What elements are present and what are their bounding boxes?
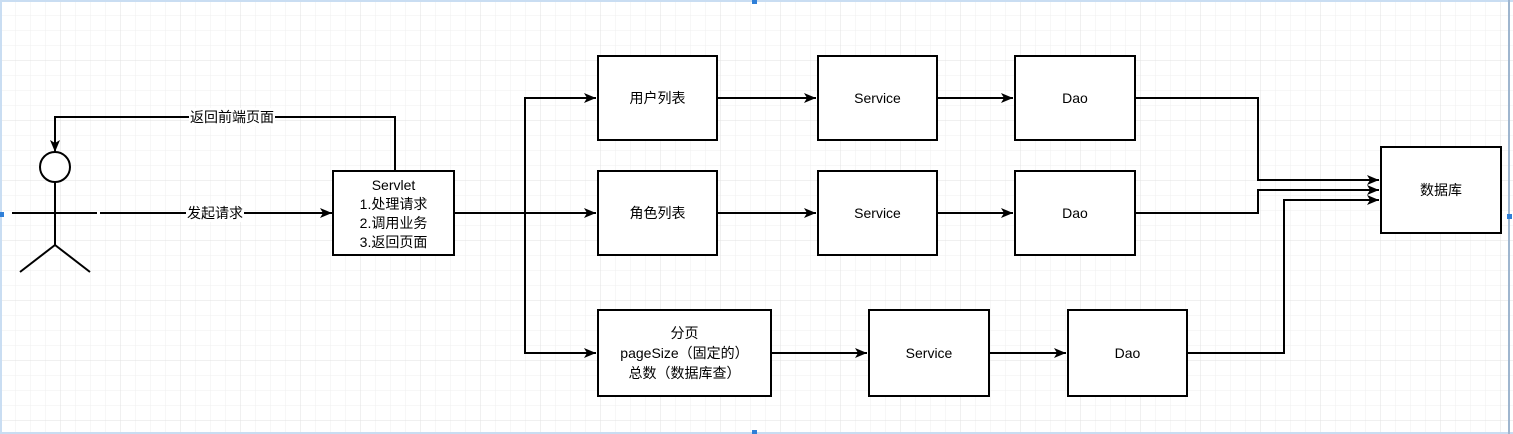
selection-handle-top[interactable]	[752, 0, 757, 4]
node-dao-2-box[interactable]	[1014, 170, 1136, 256]
node-service-2-label: Service	[854, 205, 901, 221]
node-dao-3-label: Dao	[1115, 345, 1141, 361]
edge-servlet-to-paging[interactable]	[454, 212, 596, 358]
edge-dao-1-to-database[interactable]	[1135, 97, 1379, 185]
edge-return-page-label-bg	[189, 108, 275, 126]
node-paging-line-3: 总数（数据库查）	[629, 365, 741, 381]
node-servlet-line-2: 1.处理请求	[360, 196, 428, 212]
node-dao-3[interactable]: Dao	[1067, 309, 1188, 397]
actor-leg-right	[54, 244, 91, 273]
node-servlet-box[interactable]	[332, 170, 455, 256]
node-servlet-line-4: 3.返回页面	[360, 234, 428, 250]
edge-send-request-label: 发起请求	[187, 205, 243, 221]
node-servlet-line-3: 2.调用业务	[360, 215, 428, 231]
node-role-list[interactable]: 角色列表	[597, 170, 718, 256]
node-database-box[interactable]	[1380, 146, 1502, 234]
node-role-list-box[interactable]	[597, 170, 718, 256]
node-paging-line-1: 分页	[671, 325, 699, 341]
edge-dao-2-to-database[interactable]	[1135, 185, 1379, 214]
edge-dao-3-to-database[interactable]	[1187, 195, 1379, 354]
node-dao-2[interactable]: Dao	[1014, 170, 1136, 256]
node-role-list-label: 角色列表	[630, 205, 686, 221]
node-paging-box[interactable]	[597, 309, 772, 397]
edge-send-request-label-bg	[186, 204, 244, 222]
node-database-label: 数据库	[1420, 182, 1462, 198]
node-user-list-box[interactable]	[597, 55, 718, 141]
node-service-3-label: Service	[906, 345, 953, 361]
node-dao-1[interactable]: Dao	[1014, 55, 1136, 141]
node-service-3[interactable]: Service	[868, 309, 990, 397]
node-dao-1-label: Dao	[1062, 90, 1088, 106]
node-service-1-label: Service	[854, 90, 901, 106]
edge-send-request[interactable]: 发起请求	[100, 204, 332, 222]
actor-leg-left	[19, 244, 56, 273]
selection-handle-bottom[interactable]	[752, 430, 757, 434]
edge-return-page-label: 返回前端页面	[190, 109, 274, 125]
node-dao-1-box[interactable]	[1014, 55, 1136, 141]
node-servlet[interactable]: Servlet 1.处理请求 2.调用业务 3.返回页面	[332, 170, 455, 256]
node-paging-line-2: pageSize（固定的）	[620, 345, 748, 361]
node-service-2-box[interactable]	[817, 170, 938, 256]
node-servlet-line-1: Servlet	[372, 177, 416, 193]
node-paging[interactable]: 分页 pageSize（固定的） 总数（数据库查）	[597, 309, 772, 397]
selection-handle-right[interactable]	[1507, 214, 1512, 219]
node-database[interactable]: 数据库	[1380, 146, 1502, 234]
node-service-2[interactable]: Service	[817, 170, 938, 256]
node-service-1[interactable]: Service	[817, 55, 938, 141]
node-user-list[interactable]: 用户列表	[597, 55, 718, 141]
actor-head	[39, 151, 71, 183]
selection-handle-left[interactable]	[0, 212, 4, 217]
edge-return-page[interactable]: 返回前端页面	[50, 108, 396, 171]
node-user-list-label: 用户列表	[630, 90, 686, 106]
node-dao-2-label: Dao	[1062, 205, 1088, 221]
